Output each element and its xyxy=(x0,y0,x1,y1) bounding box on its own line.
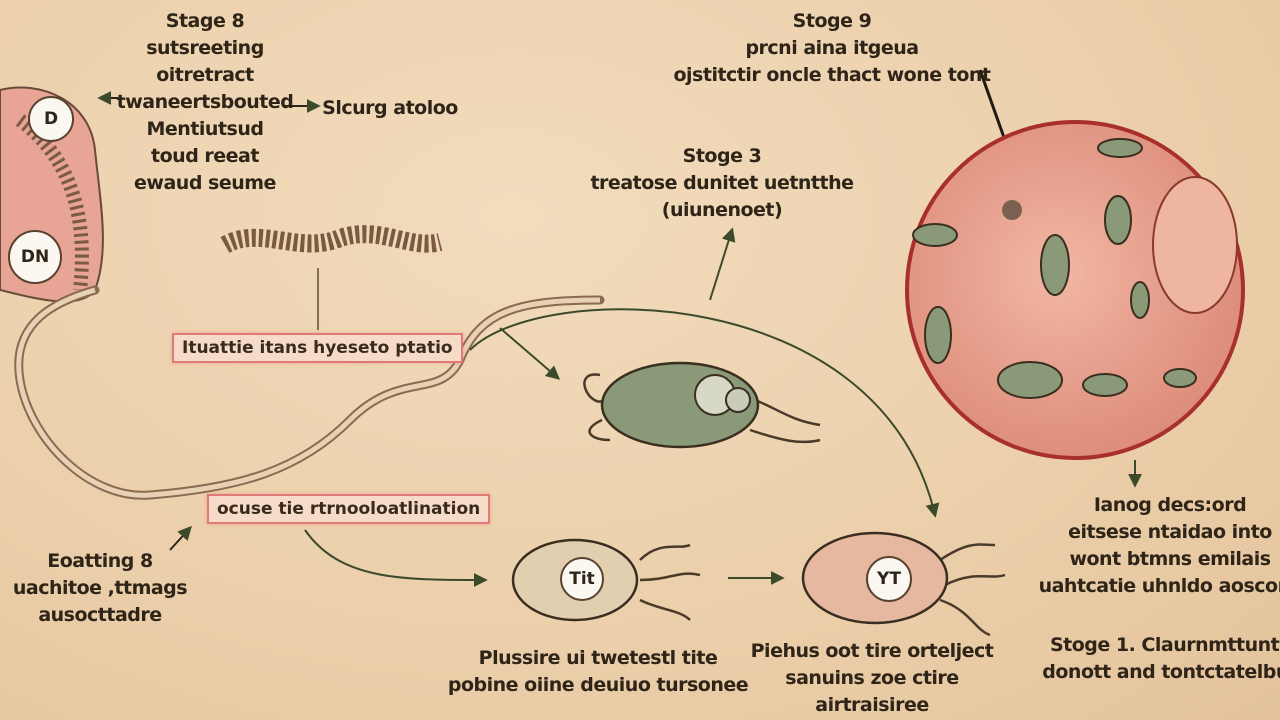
label-bottom-center: Plussire ui twetestl tite pobine oiine d… xyxy=(447,645,749,699)
label-line: ojstitctir oncle thact wone tont xyxy=(673,64,991,86)
label-top-center: Stoge 9 prcni aina itgeua ojstitctir onc… xyxy=(673,8,991,89)
label-line: sanuins zoe ctire xyxy=(785,667,959,689)
badge-d: D xyxy=(28,96,74,142)
label-line: sutsreeting xyxy=(146,37,264,59)
label-line: Mentiutsud xyxy=(146,118,264,140)
label-line: donott and tontctatelbur xyxy=(1042,661,1280,683)
label-line: Stage 8 xyxy=(165,10,245,32)
label-line: oitretract xyxy=(156,64,254,86)
label-line: prcni aina itgeua xyxy=(745,37,919,59)
label-line: Stoge 3 xyxy=(682,145,762,167)
label-top-left-side: Slcurg atoloo xyxy=(322,97,458,119)
label-line: airtraisiree xyxy=(815,694,929,716)
worm-illustration xyxy=(220,225,443,254)
label-right: Ianog decs:ord eitsese ntaidao into wont… xyxy=(1039,492,1280,600)
label-line: twaneertsbouted xyxy=(116,91,294,113)
arrow xyxy=(169,525,192,551)
label-line: Piehus oot tire ortelject xyxy=(750,640,994,662)
label-bottom-left: Eoatting 8 uachitoe ,ttmags ausocttadre xyxy=(12,548,188,629)
badge-dn: DN xyxy=(8,230,62,284)
label-line: treatose dunitet uetntthe xyxy=(590,172,854,194)
winding-tube xyxy=(14,285,605,500)
magnified-view xyxy=(905,120,1245,488)
badge-cell-left: Tit xyxy=(560,557,604,601)
label-line: Eoatting 8 xyxy=(47,550,153,572)
arrow xyxy=(304,529,488,587)
label-line: wont btmns emilais xyxy=(1069,548,1271,570)
label-box-lower: ocuse tie rtrnooloatlination xyxy=(207,494,491,524)
label-middle: Stoge 3 treatose dunitet uetntthe (uiune… xyxy=(590,143,854,224)
green-cell xyxy=(583,361,821,449)
curve-arrow xyxy=(469,308,940,518)
label-line: (uiunenoet) xyxy=(661,199,783,221)
label-line: Plussire ui twetestl tite xyxy=(478,647,718,669)
label-line: uahtcatie uhnldo aoscons xyxy=(1038,575,1280,597)
label-line: ausocttadre xyxy=(38,604,162,626)
label-line: Ianog decs:ord xyxy=(1093,494,1247,516)
label-bottom-right-cell: Piehus oot tire ortelject sanuins zoe ct… xyxy=(751,638,994,719)
label-line: Stoge 9 xyxy=(792,10,872,32)
label-top-left: Stage 8 sutsreeting oitretract twaneerts… xyxy=(117,8,294,197)
label-stage-final: Stoge 1. Claurnmttunts donott and tontct… xyxy=(1042,632,1280,686)
cell-left xyxy=(511,538,701,622)
arrow xyxy=(499,327,561,380)
arrow xyxy=(709,227,736,301)
label-line: ewaud seume xyxy=(134,172,276,194)
badge-cell-right: YT xyxy=(866,556,912,602)
label-line: toud reeat xyxy=(151,145,259,167)
label-line: Stoge 1. Claurnmttunts xyxy=(1049,634,1280,656)
label-line: pobine oiine deuiuo tursonee xyxy=(447,674,749,696)
label-box-upper: Ituattie itans hyeseto ptatio xyxy=(172,333,463,363)
label-line: uachitoe ,ttmags xyxy=(12,577,188,599)
label-line: eitsese ntaidao into xyxy=(1068,521,1272,543)
